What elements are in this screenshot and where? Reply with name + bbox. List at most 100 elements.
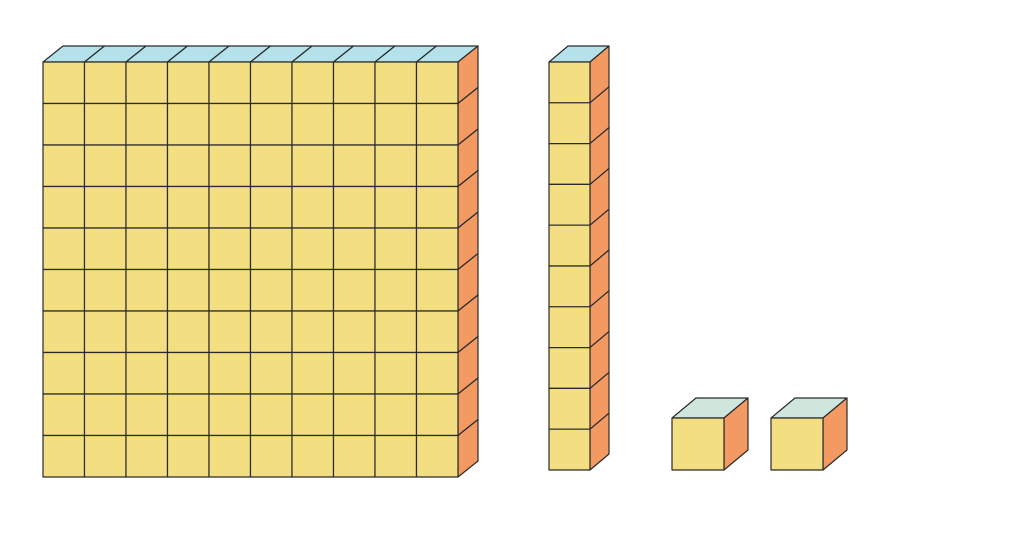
unit-cell [291, 393, 335, 437]
unit-cell [249, 393, 293, 437]
unit-cell [332, 185, 376, 229]
unit-cell [415, 102, 459, 146]
unit-cell [548, 347, 591, 390]
unit-cell [42, 61, 86, 105]
unit-cell [249, 434, 293, 478]
ten-rod [548, 45, 610, 471]
unit-cell [374, 61, 418, 105]
unit-cell [332, 268, 376, 312]
unit-cell [332, 351, 376, 395]
unit-cell [125, 102, 169, 146]
unit-cell [166, 351, 210, 395]
unit-cell [291, 185, 335, 229]
unit-cell [208, 144, 252, 188]
unit-cell [249, 227, 293, 271]
unit-cell [125, 227, 169, 271]
unit-cell [125, 268, 169, 312]
unit-cell [166, 227, 210, 271]
unit-cell [548, 306, 591, 349]
unit-cell [332, 102, 376, 146]
unit-cell [166, 393, 210, 437]
unit-cell [83, 393, 127, 437]
unit-cell [374, 185, 418, 229]
unit-cell [291, 144, 335, 188]
unit-cell [42, 185, 86, 229]
unit-cell [291, 268, 335, 312]
unit-cell [374, 393, 418, 437]
unit-cube [671, 397, 749, 471]
unit-cell [208, 227, 252, 271]
unit-cell [548, 387, 591, 430]
unit-cell [249, 61, 293, 105]
unit-cell [42, 393, 86, 437]
unit-cell [548, 265, 591, 308]
unit-cell [291, 102, 335, 146]
unit-cell [42, 227, 86, 271]
unit-cell [415, 61, 459, 105]
unit-cell [548, 143, 591, 186]
unit-cell [415, 144, 459, 188]
unit-cell [166, 102, 210, 146]
unit-cell [291, 61, 335, 105]
unit-cell [125, 144, 169, 188]
unit-cell [125, 434, 169, 478]
unit-cell [548, 102, 591, 145]
unit-cell [770, 417, 824, 471]
unit-cell [125, 185, 169, 229]
unit-cell [166, 310, 210, 354]
unit-cell [249, 185, 293, 229]
unit-cell [42, 310, 86, 354]
unit-cell [83, 144, 127, 188]
unit-cell [291, 434, 335, 478]
unit-cell [548, 224, 591, 267]
unit-cell [42, 268, 86, 312]
unit-cell [374, 227, 418, 271]
unit-cube [770, 397, 848, 471]
unit-cell [83, 310, 127, 354]
unit-cell [83, 434, 127, 478]
unit-cell [166, 61, 210, 105]
unit-cell [415, 393, 459, 437]
unit-cell [208, 268, 252, 312]
unit-cell [332, 227, 376, 271]
unit-cell [83, 185, 127, 229]
unit-cell [332, 434, 376, 478]
unit-cell [208, 434, 252, 478]
unit-cell [548, 61, 591, 104]
unit-cell [208, 102, 252, 146]
unit-cell [83, 351, 127, 395]
unit-cell [83, 268, 127, 312]
unit-cell [332, 393, 376, 437]
unit-cell [291, 310, 335, 354]
unit-cell [415, 227, 459, 271]
unit-cell [125, 393, 169, 437]
unit-cell [249, 144, 293, 188]
unit-cell [249, 102, 293, 146]
unit-cell [208, 351, 252, 395]
unit-cell [83, 102, 127, 146]
unit-cell [208, 61, 252, 105]
unit-cell [249, 310, 293, 354]
unit-cell [374, 102, 418, 146]
unit-cell [548, 428, 591, 471]
unit-cell [291, 351, 335, 395]
unit-cell [42, 102, 86, 146]
unit-cell [374, 144, 418, 188]
unit-cell [415, 268, 459, 312]
unit-cell [125, 61, 169, 105]
unit-cell [548, 183, 591, 226]
unit-cell [42, 351, 86, 395]
unit-cell [415, 310, 459, 354]
unit-cell [42, 434, 86, 478]
unit-cell [415, 434, 459, 478]
unit-cell [42, 144, 86, 188]
unit-cell [208, 393, 252, 437]
unit-cell [374, 434, 418, 478]
unit-cell [166, 185, 210, 229]
unit-cell [374, 351, 418, 395]
unit-cell [166, 434, 210, 478]
unit-cell [83, 227, 127, 271]
unit-cell [332, 61, 376, 105]
unit-cell [374, 268, 418, 312]
